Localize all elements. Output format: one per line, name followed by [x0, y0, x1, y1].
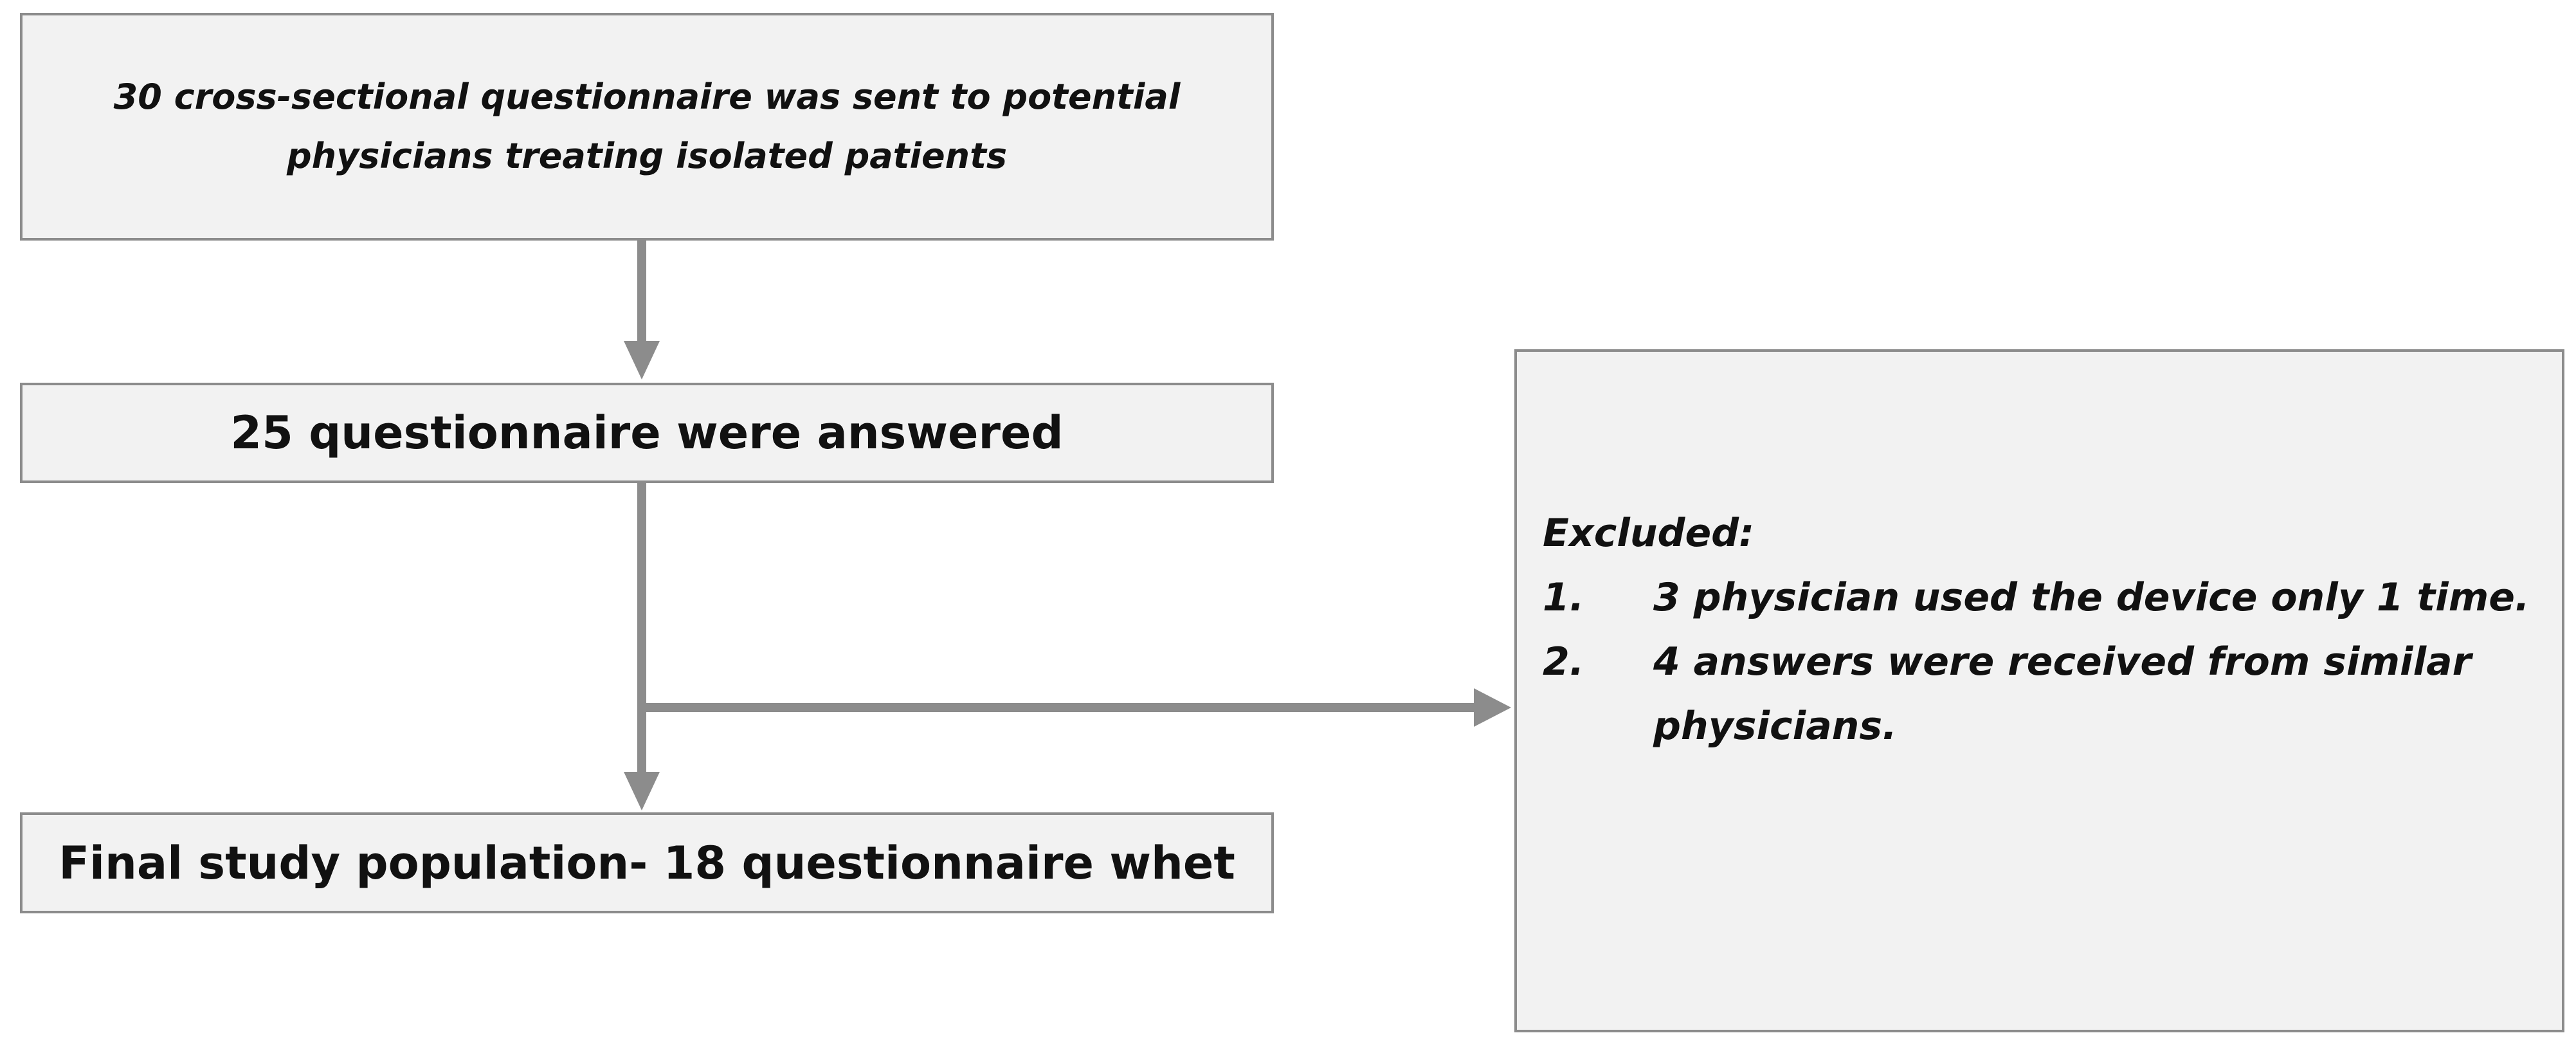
excluded-item-number: 1. [1543, 575, 1584, 620]
arrow-to-excluded-head [1474, 688, 1511, 727]
questionnaire-answered-box: 25 questionnaire were answered [20, 383, 1274, 483]
excluded-item: 1. 3 physician used the device only 1 ti… [1543, 565, 2546, 630]
excluded-heading: Excluded: [1543, 511, 1755, 556]
arrow-answered-to-final-line [637, 483, 646, 772]
questionnaire-sent-box: 30 cross-sectional questionnaire was sen… [20, 13, 1274, 241]
final-population-text: Final study population- 18 questionnaire… [59, 836, 1235, 890]
excluded-item-text: 4 answers were received from similar phy… [1653, 639, 2472, 749]
excluded-box: Excluded: 1. 3 physician used the device… [1514, 349, 2564, 1032]
questionnaire-sent-text: 30 cross-sectional questionnaire was sen… [113, 77, 1181, 176]
excluded-item: 2. 4 answers were received from similar … [1543, 630, 2546, 758]
arrow-to-excluded-line [646, 703, 1476, 712]
arrow-sent-to-answered-line [637, 241, 646, 341]
arrow-sent-to-answered-head [624, 341, 660, 379]
final-population-box: Final study population- 18 questionnaire… [20, 812, 1274, 913]
excluded-content: Excluded: 1. 3 physician used the device… [1543, 501, 2546, 758]
excluded-item-number: 2. [1543, 639, 1584, 684]
questionnaire-answered-text: 25 questionnaire were answered [230, 407, 1064, 459]
arrow-answered-to-final-head [624, 772, 660, 810]
excluded-item-text: 3 physician used the device only 1 time. [1653, 575, 2530, 620]
